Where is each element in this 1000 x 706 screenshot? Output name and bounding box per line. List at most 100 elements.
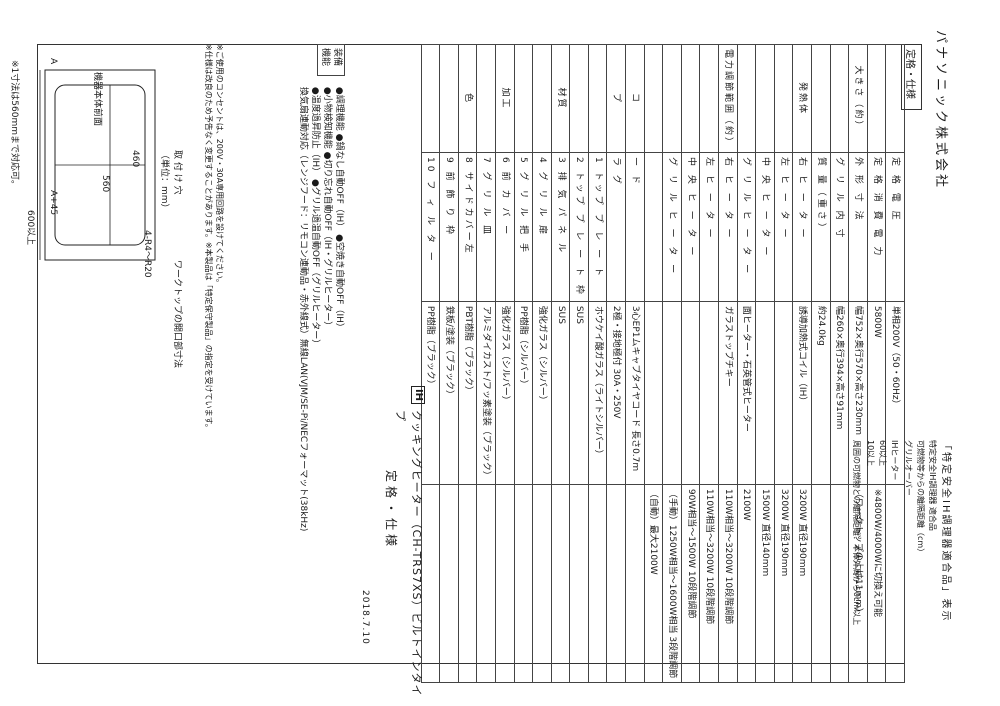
spec-cell-label: ー ド — [625, 152, 645, 302]
spec-cell-group — [681, 44, 700, 153]
spec-cell-group — [514, 44, 533, 153]
spec-cell-group — [699, 44, 719, 153]
accessories-block: 装備機能 ●調理機能 ●鍋なし自動OFF（IH） ●空焼き自動OFF（IH） ●… — [297, 44, 345, 644]
spec-cell-group — [588, 44, 607, 153]
standard-line: グリルオーバー — [904, 440, 913, 496]
spec-cell-value: SUS — [551, 301, 570, 485]
spec-row: 質 量（重さ）約24.0kg — [811, 44, 831, 683]
spec-cell-group — [830, 44, 849, 153]
spec-cell-group — [476, 44, 496, 153]
outer-opening — [44, 69, 156, 261]
spec-cell-extra — [458, 484, 477, 683]
spec-cell-extra — [551, 484, 570, 683]
spec-cell-label: 6 前 カ バ ー — [495, 152, 515, 302]
spec-cell-group — [885, 44, 905, 153]
spec-cell-extra — [607, 484, 626, 683]
spec-cell-extra — [830, 484, 849, 683]
spec-cell-label: 3 排 気 パ ネ ル — [551, 152, 570, 302]
spec-cell-label: 左 ヒ ー タ ー — [699, 152, 719, 302]
mount-diagram — [39, 69, 156, 261]
spec-cell-label: 定 格 消 費 電 力 — [867, 152, 886, 302]
opening-label: ワークトップの開口部寸法 — [172, 260, 182, 369]
product-subtitle: 定格・仕様 — [384, 470, 398, 551]
mount-title: 取 付 け 穴 — [172, 150, 182, 195]
spec-cell-value — [681, 301, 700, 485]
spec-cell-label: グ リ ル ヒ ー タ ー — [662, 152, 682, 302]
spec-cell-value: 2極・接地極付 30A・250V — [607, 301, 626, 485]
spec-cell-extra: ※4800W/4000Wに切換え可能 — [867, 484, 886, 683]
spec-cell-group: 大きさ（約） — [848, 44, 868, 153]
spec-cell-group — [644, 44, 663, 153]
spec-cell-label: 右 ヒ ー タ ー — [718, 152, 738, 302]
spec-cell-value — [774, 301, 793, 485]
spec-cell-group: 色 — [458, 44, 477, 153]
ih-60: 60以上 — [878, 440, 887, 467]
note-line: ※ご使用のコンセントは、200V・30A専用回路を設けてください。 — [215, 44, 224, 287]
spec-row: 4 グ リ ル 扉強化ガラス（シルバー） — [532, 44, 552, 683]
spec-cell-label: 右 ヒ ー タ ー — [792, 152, 812, 302]
spec-cell-value — [699, 301, 719, 485]
spec-cell-label: 1 トップ プ レ ー ト — [588, 152, 607, 302]
spec-cell-extra — [569, 484, 589, 683]
spec-cell-group — [439, 44, 459, 153]
spec-row: 中 央 ヒ ー タ ー 90W相当〜1500W 10段階調節 — [681, 44, 700, 683]
standard-line: 特定安全IH調理器 適合品 — [928, 440, 937, 531]
spec-row: 左 ヒ ー タ ー 110W相当〜3200W 10段階調節 — [699, 44, 719, 683]
spec-cell-value: 約24.0kg — [811, 301, 831, 485]
spec-cell-label: 定 格 電 圧 — [885, 152, 905, 302]
spec-cell-value: 強化ガラス（シルバー） — [532, 301, 552, 485]
spec-cell-group: コ — [625, 44, 645, 153]
standard-line: 可燃物等からの離隔距離（cm） — [916, 440, 925, 557]
spec-cell-extra — [476, 484, 496, 683]
spec-cell-value — [755, 301, 775, 485]
spec-cell-label: 中 央 ヒ ー タ ー — [681, 152, 700, 302]
spec-cell-extra: （手動）1250W相当〜1600W相当 3段階調節 — [662, 484, 682, 683]
spec-cell-value: ホウケイ酸ガラス（ライトシルバー） — [588, 301, 607, 485]
doc-date: 2018.7.10 — [360, 590, 370, 645]
spec-cell-value: 鉄板/塗装（ブラック） — [439, 301, 459, 485]
ih-10: 10以上 — [866, 440, 875, 467]
spec-cell-label: 2 トップ プ レ ー ト 枠 — [569, 152, 589, 302]
spec-cell-group — [737, 44, 756, 153]
notes-block: ※ご使用のコンセントは、200V・30A専用回路を設けてください。 ※仕様は改良… — [203, 44, 225, 644]
spec-cell-value: PBT樹脂（ブラック） — [458, 301, 477, 485]
spec-cell-group — [811, 44, 831, 153]
unit-note: （単位：mm） — [159, 150, 169, 213]
spec-cell-label: 5 グ リ ル 把 手 — [514, 152, 533, 302]
dim-560: 560 — [100, 175, 110, 193]
spec-cell-value: 誘導加熱式コイル（IH） — [792, 301, 812, 485]
spec-cell-extra — [588, 484, 607, 683]
spec-cell-extra: 3200W 直径190mm — [774, 484, 793, 683]
dim-a45: A+45 — [48, 190, 58, 216]
note-line: ※仕様は改良のため予告なく変更することがあります。※本製品は「特定保守製品」の指… — [204, 44, 213, 432]
spec-cell-value: 幅260×奥行394×高さ91mm — [830, 301, 849, 485]
spec-cell-extra — [532, 484, 552, 683]
ih-bottom-note: 周囲の可燃物との離隔距離：本体外周から0cm以上 — [852, 440, 861, 626]
spec-cell-label: 4 グ リ ル 扉 — [532, 152, 552, 302]
spec-cell-extra — [625, 484, 645, 683]
spec-cell-group — [774, 44, 793, 153]
spec-cell-label — [644, 152, 663, 302]
spec-cell-extra: 3200W 直径190mm — [792, 484, 812, 683]
spec-row: 定 格 電 圧単相200V（50・60Hz） — [885, 44, 905, 683]
spec-cell-label: ラ グ — [607, 152, 626, 302]
spec-cell-label: グ リ ル 内 寸 — [830, 152, 849, 302]
spec-cell-extra: 90W相当〜1500W 10段階調節 — [681, 484, 700, 683]
spec-cell-group: プ — [607, 44, 626, 153]
spec-cell-group: 加工 — [495, 44, 515, 153]
dim-r: 4-R4〜R20 — [142, 230, 152, 278]
spec-cell-label: 外 形 寸 法 — [848, 152, 868, 302]
spec-cell-extra: 110W相当〜3200W 10段階調節 — [699, 484, 719, 683]
product-title: クッキングヒーター（CH-TRS7XS）ビルトインタイプ — [394, 410, 423, 697]
